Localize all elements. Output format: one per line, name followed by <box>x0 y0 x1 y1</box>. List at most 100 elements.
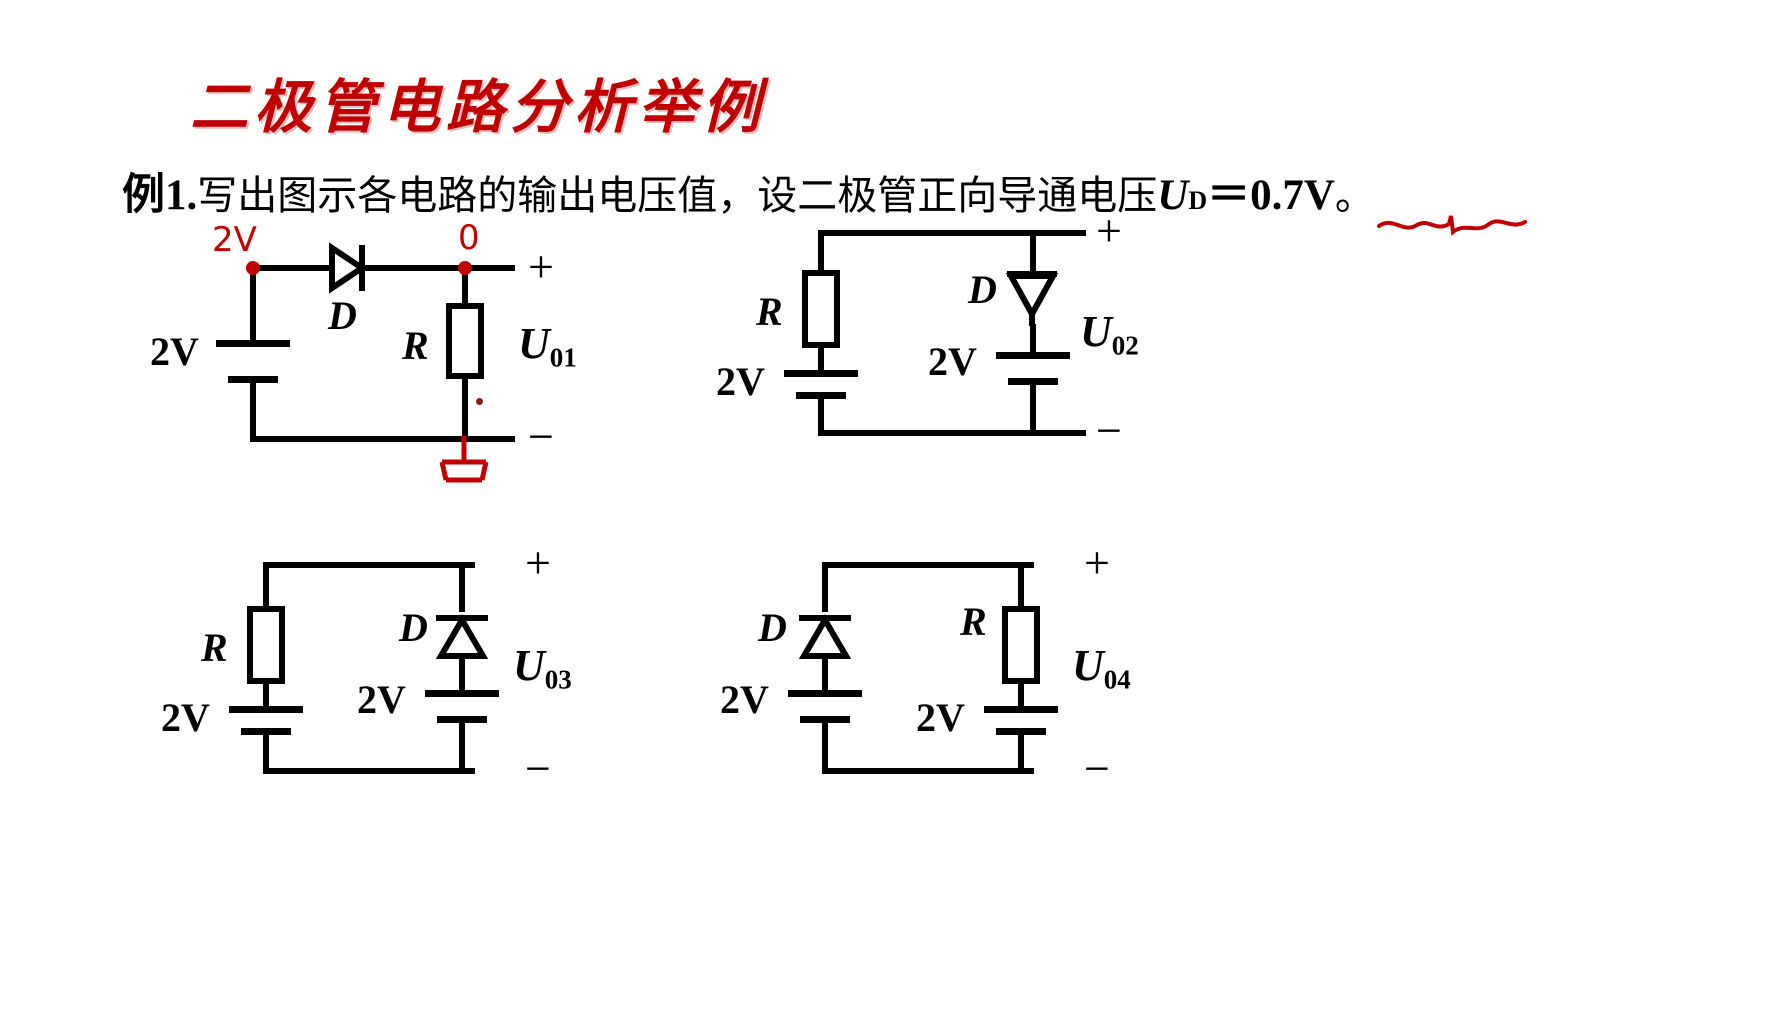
circuit-1-resistor-label: R <box>402 323 429 368</box>
output-subscript: 03 <box>544 664 572 695</box>
circuit-3: R 2V D 2V + − U03 <box>161 540 593 812</box>
battery-plate-positive <box>216 340 290 347</box>
wire-right-top <box>1030 230 1036 272</box>
battery-plate-positive <box>229 706 303 713</box>
circuit-4-output-label: U04 <box>1072 640 1131 696</box>
resistor-r <box>1002 606 1040 684</box>
wire-left-mid <box>822 660 828 692</box>
wire-right-top <box>1018 562 1024 608</box>
wire-left-upper <box>250 265 256 340</box>
circuit-3-resistor-label: R <box>201 625 228 670</box>
battery-plate-positive <box>784 370 858 377</box>
ground-symbol-icon <box>439 436 489 483</box>
wire-right-mid <box>1030 324 1036 354</box>
wire-top-left <box>250 265 325 271</box>
circuit-2-source-label-left: 2V <box>716 359 765 404</box>
circuit-2-output-label: U02 <box>1080 306 1139 362</box>
example-number: 例1. <box>122 172 198 219</box>
annotation-node-right <box>458 261 472 275</box>
diode-symbol <box>435 614 489 664</box>
annotation-dot <box>476 398 483 405</box>
output-subscript: 02 <box>1111 330 1139 361</box>
resistor-r <box>247 606 285 684</box>
circuit-2-source-label-right: 2V <box>928 339 977 384</box>
wire-left-top <box>263 562 269 608</box>
circuit-4: D 2V R 2V + − U04 <box>720 540 1152 812</box>
output-symbol: U <box>1072 641 1104 690</box>
statement-text: 写出图示各电路的输出电压值，设二极管正向导通电压 <box>197 173 1158 219</box>
output-symbol: U <box>518 319 550 368</box>
circuit-3-diode-label: D <box>399 605 428 650</box>
output-subscript: 01 <box>549 342 577 373</box>
circuit-4-diode-label: D <box>758 605 787 650</box>
diode-voltage-value: 0.7V <box>1250 172 1335 219</box>
diode-symbol <box>1005 271 1059 326</box>
wire-right-mid <box>459 660 465 692</box>
circuit-3-output-label: U03 <box>513 640 572 696</box>
wire-left-mid <box>818 346 824 372</box>
output-minus-terminal: − <box>525 743 551 794</box>
wire-bottom <box>250 436 515 442</box>
resistor-r <box>802 270 840 348</box>
red-squiggle-underline <box>1377 215 1527 236</box>
wire-bottom <box>822 768 1034 774</box>
output-minus-terminal: − <box>1084 743 1110 794</box>
output-symbol: U <box>513 641 545 690</box>
output-plus-terminal: + <box>525 537 551 588</box>
output-minus-terminal: − <box>528 411 554 462</box>
wire-right-bottom <box>459 716 465 772</box>
annotation-voltage-left: 2V <box>212 220 257 260</box>
circuit-1-diode-label: D <box>328 293 357 338</box>
page-title: 二极管电路分析举例 <box>190 75 767 140</box>
resistor-r <box>446 303 484 379</box>
wire-res-bottom <box>462 377 468 439</box>
circuit-1-source-label: 2V <box>150 329 199 374</box>
circuit-2-resistor-label: R <box>756 289 783 334</box>
battery-plate-positive <box>788 690 862 697</box>
wire-left-mid <box>263 682 269 708</box>
output-plus-terminal: + <box>528 241 554 292</box>
diode-symbol <box>318 242 378 294</box>
circuit-2: R 2V D 2V + − U02 <box>716 208 1148 480</box>
output-plus-terminal: + <box>1084 537 1110 588</box>
circuit-3-source-label-left: 2V <box>161 695 210 740</box>
wire-left-lower <box>250 376 256 442</box>
wire-top-right <box>375 265 515 271</box>
circuit-4-resistor-label: R <box>960 599 987 644</box>
wire-bottom <box>263 768 475 774</box>
battery-plate-positive <box>996 352 1070 359</box>
wire-left-bottom <box>818 392 824 436</box>
wire-right-top <box>459 562 465 612</box>
wire-top <box>263 562 475 568</box>
diode-voltage-subscript: D <box>1188 186 1208 215</box>
diode-voltage-symbol: U <box>1157 172 1189 219</box>
wire-left-top <box>818 230 824 272</box>
wire-top <box>822 562 1034 568</box>
output-subscript: 04 <box>1103 664 1131 695</box>
circuit-4-source-label-right: 2V <box>916 695 965 740</box>
circuit-4-source-label-left: 2V <box>720 677 769 722</box>
diode-symbol <box>798 614 852 664</box>
wire-left-bottom <box>263 728 269 772</box>
wire-top <box>818 230 1086 236</box>
output-minus-terminal: − <box>1096 405 1122 456</box>
annotation-voltage-right: 0 <box>458 218 480 258</box>
annotation-node-left <box>246 261 260 275</box>
wire-right-bottom <box>1030 378 1036 436</box>
wire-left-bottom <box>822 716 828 772</box>
statement-period: 。 <box>1334 173 1375 219</box>
battery-plate-positive <box>425 690 499 697</box>
wire-right-bottom <box>1018 728 1024 772</box>
wire-right-mid <box>1018 682 1024 708</box>
circuit-1: D 2V R + − U01 2V 0 <box>150 218 590 483</box>
battery-plate-positive <box>984 706 1058 713</box>
wire-res-top <box>462 265 468 305</box>
output-symbol: U <box>1080 307 1112 356</box>
circuit-3-source-label-right: 2V <box>357 677 406 722</box>
circuit-1-output-label: U01 <box>518 318 577 374</box>
wire-left-top <box>822 562 828 612</box>
circuit-2-diode-label: D <box>968 267 997 312</box>
problem-statement: 例1. 写出图示各电路的输出电压值，设二极管正向导通电压 U D ＝ 0.7V … <box>122 160 1375 222</box>
output-plus-terminal: + <box>1096 205 1122 256</box>
